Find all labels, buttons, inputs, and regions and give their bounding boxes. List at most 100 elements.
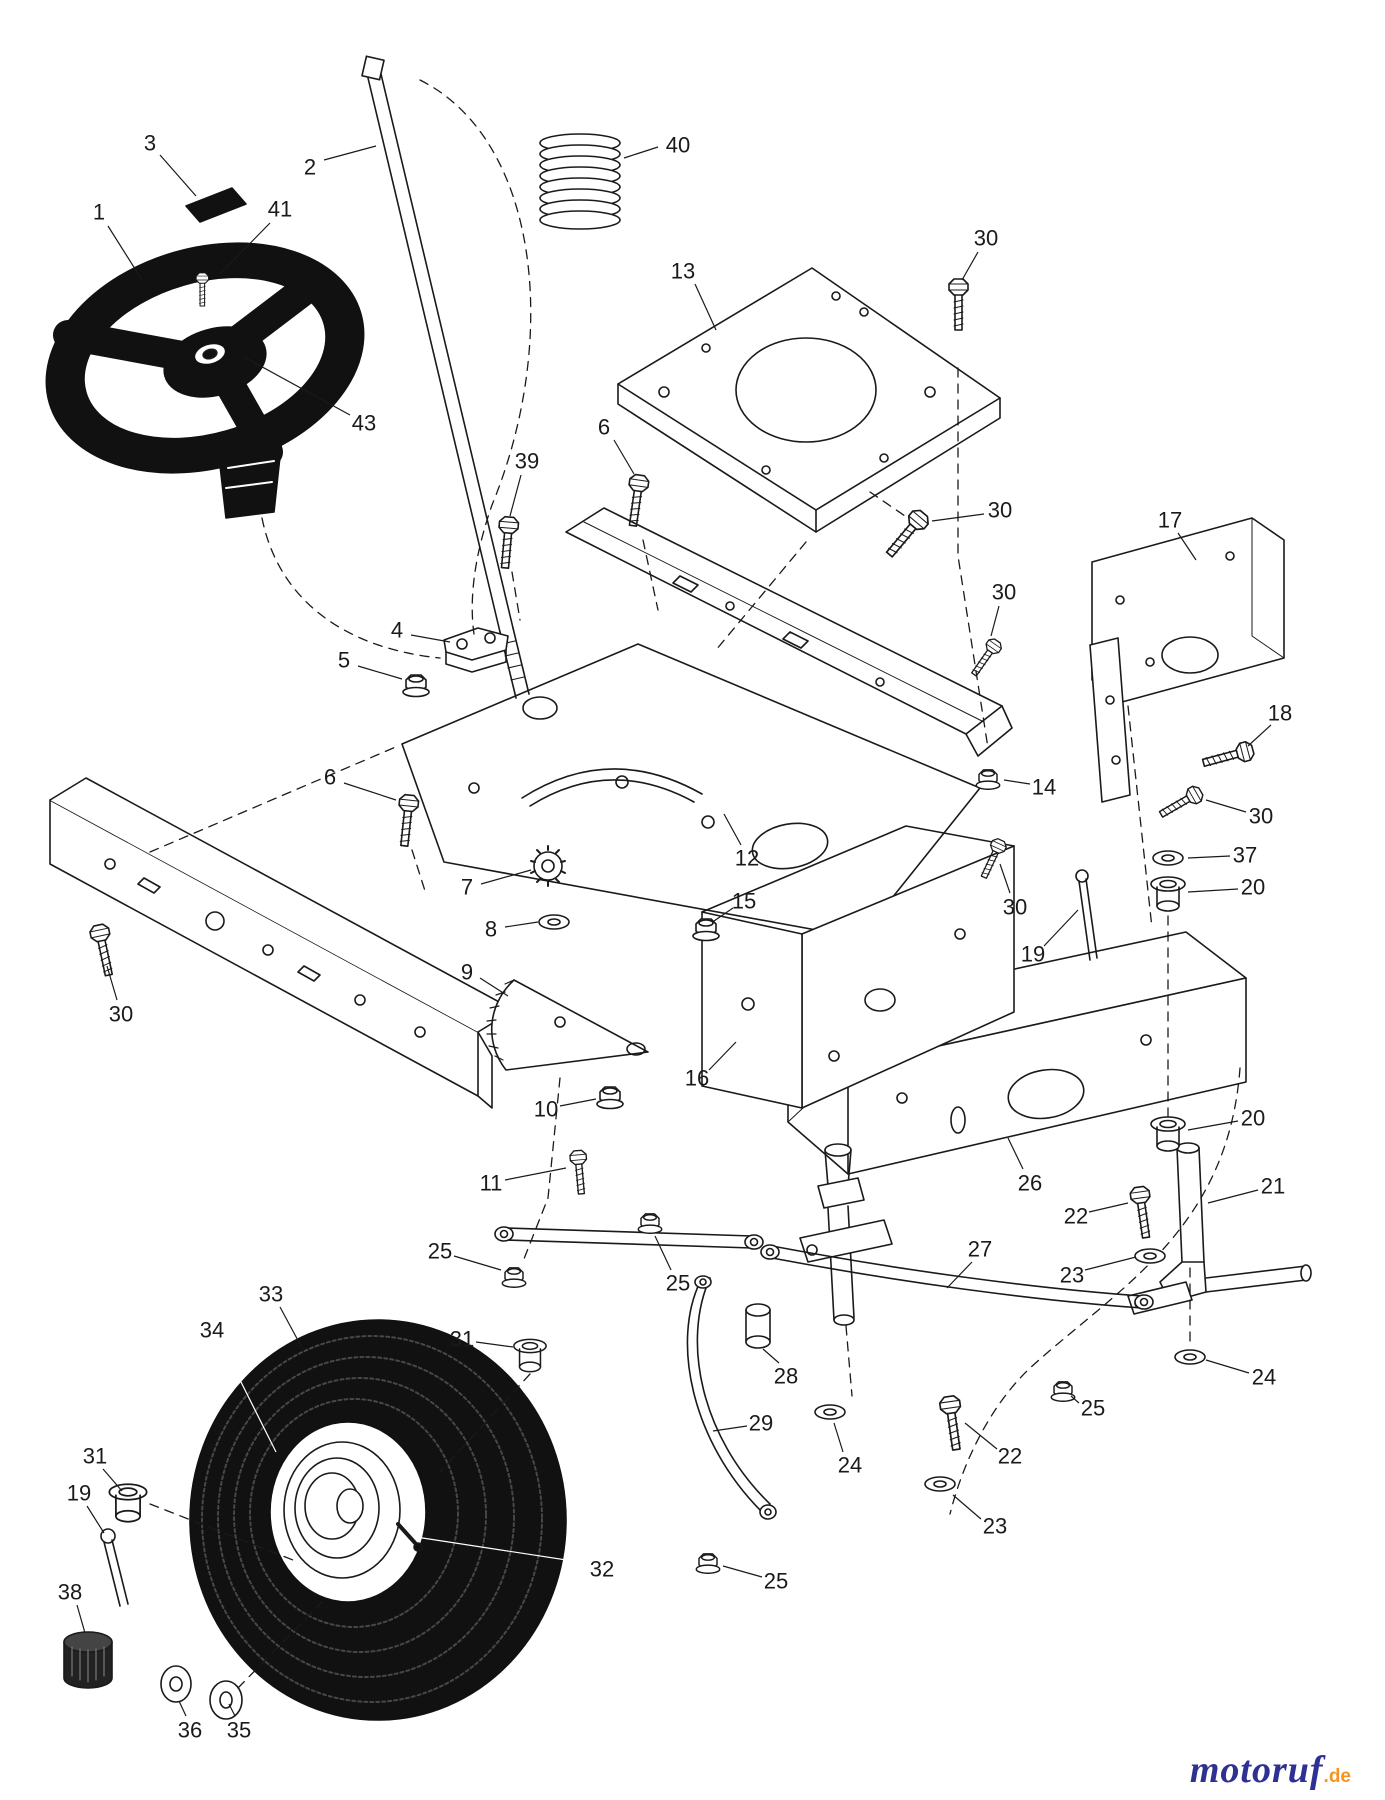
wheel-hub — [269, 1421, 427, 1603]
callout-14: 14 — [1032, 775, 1056, 800]
callout-leader-31 — [102, 1468, 123, 1492]
steering-pinion-gear — [530, 845, 566, 887]
hex-bolt-6 — [394, 793, 420, 848]
callout-leader-1 — [107, 225, 143, 281]
knurled-cap — [63, 1631, 113, 1689]
steering-wheel — [45, 242, 365, 519]
callout-leader-23 — [1084, 1256, 1137, 1271]
callout-leader-10 — [559, 1098, 597, 1107]
callout-leader-30 — [999, 863, 1011, 894]
callout-leader-23 — [952, 1494, 982, 1520]
washer-23 — [924, 1476, 956, 1492]
callout-leader-29 — [712, 1425, 748, 1432]
callout-39: 39 — [515, 449, 539, 474]
chassis-rail-left — [49, 777, 515, 1109]
callout-31: 31 — [83, 1444, 107, 1469]
shaft-clamp — [443, 627, 509, 673]
callout-1: 1 — [93, 200, 105, 225]
sector-gear-plate — [486, 979, 649, 1071]
callout-9: 9 — [461, 960, 473, 985]
callout-leader-14 — [1003, 779, 1031, 785]
callout-26: 26 — [1018, 1171, 1042, 1196]
cotter-pin-left — [100, 1528, 129, 1607]
spindle-right — [1127, 1142, 1312, 1315]
washer-37 — [1152, 850, 1184, 866]
callout-leader-34 — [221, 1343, 277, 1453]
callout-leader-43 — [243, 356, 351, 416]
callout-11: 11 — [480, 1171, 503, 1196]
link-spacer — [745, 1303, 771, 1349]
flange-nut-14 — [975, 769, 1001, 790]
callout-31: 31 — [450, 1327, 474, 1352]
support-bracket — [701, 825, 1015, 1109]
seat-mount-plate — [617, 267, 1001, 533]
callout-41: 41 — [268, 197, 292, 222]
callout-22: 22 — [1064, 1204, 1088, 1229]
callout-3: 3 — [144, 131, 156, 156]
flange-nut-15 — [692, 918, 720, 942]
washer-24 — [1174, 1349, 1206, 1365]
cotter-pin-right — [1075, 869, 1098, 961]
callout-leader-30 — [990, 605, 1000, 637]
spindle-left — [799, 1143, 893, 1326]
callout-leader-32 — [415, 1536, 587, 1564]
hex-bolt-22 — [938, 1394, 968, 1452]
callout-leader-22 — [964, 1422, 998, 1450]
callout-leader-4 — [410, 634, 451, 643]
callout-40: 40 — [666, 133, 690, 158]
callout-30: 30 — [974, 226, 998, 251]
callout-10: 10 — [534, 1097, 558, 1122]
hex-bolt-18 — [1200, 739, 1257, 773]
callout-leader-24 — [1205, 1359, 1250, 1374]
callout-leader-41 — [219, 222, 271, 275]
callout-leader-5 — [357, 665, 403, 680]
callout-leader-19 — [1043, 909, 1079, 947]
callout-leader-33 — [279, 1306, 302, 1347]
callout-leader-38 — [76, 1604, 86, 1634]
callout-19: 19 — [1021, 942, 1045, 967]
callout-leader-8 — [504, 921, 539, 928]
callout-35: 35 — [227, 1718, 251, 1743]
callout-leader-18 — [1247, 724, 1272, 747]
callout-leader-30 — [931, 513, 985, 522]
callout-leader-27 — [946, 1261, 973, 1289]
callout-34: 34 — [200, 1318, 224, 1343]
callout-leader-20 — [1187, 1120, 1239, 1131]
callout-leader-28 — [762, 1348, 780, 1364]
bushing-31 — [108, 1483, 148, 1523]
flat-washer-35 — [209, 1680, 243, 1720]
callout-28: 28 — [774, 1364, 798, 1389]
callout-leader-22 — [1088, 1202, 1129, 1213]
washer-8 — [538, 914, 570, 930]
hex-bolt-30 — [880, 506, 933, 562]
callout-8: 8 — [485, 917, 497, 942]
callout-leader-21 — [1207, 1189, 1259, 1204]
callout-leader-2 — [323, 145, 377, 161]
callout-leader-25 — [453, 1255, 502, 1271]
drag-link — [760, 1244, 1154, 1310]
flange-nut-10 — [596, 1086, 624, 1110]
callout-30: 30 — [109, 1002, 133, 1027]
callout-30: 30 — [988, 498, 1012, 523]
callout-32: 32 — [590, 1557, 614, 1582]
bushing-20 — [1150, 876, 1186, 912]
callout-leader-30 — [961, 251, 979, 281]
watermark-suffix: .de — [1323, 1766, 1351, 1787]
callout-leader-31 — [475, 1341, 514, 1348]
callout-25: 25 — [1081, 1396, 1105, 1421]
callout-7: 7 — [461, 875, 473, 900]
callout-leader-20 — [1187, 888, 1239, 893]
callout-22: 22 — [998, 1444, 1022, 1469]
callout-leader-13 — [694, 283, 717, 331]
callout-25: 25 — [764, 1569, 788, 1594]
callout-2: 2 — [304, 155, 316, 180]
hex-bolt-39 — [494, 515, 520, 570]
flange-nut-5 — [402, 674, 430, 698]
callout-6: 6 — [598, 415, 610, 440]
construction-lines — [149, 79, 1241, 1689]
washer-23 — [1134, 1248, 1166, 1264]
callout-37: 37 — [1233, 843, 1257, 868]
watermark-brand: motoruf — [1189, 1749, 1324, 1791]
